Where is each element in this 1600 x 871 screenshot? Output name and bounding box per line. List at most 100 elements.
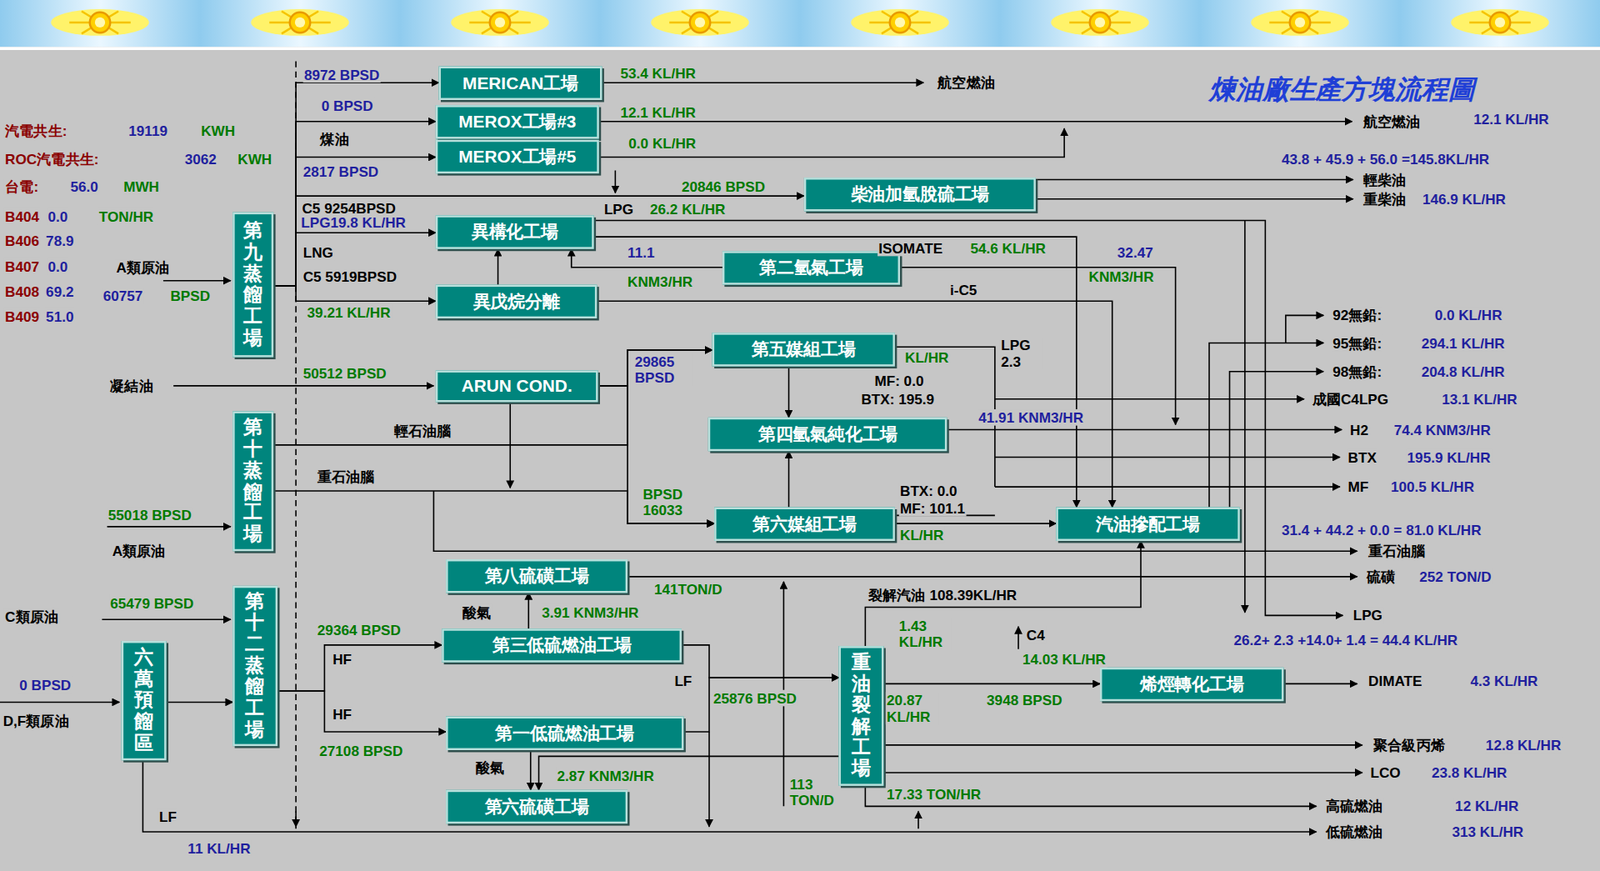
unit-name: 第十蒸餾工場 bbox=[243, 417, 263, 545]
flow-value-label: 酸氣 bbox=[460, 604, 492, 621]
flow-line bbox=[1250, 9, 1350, 36]
flow-line bbox=[599, 120, 1353, 123]
flow-line bbox=[101, 618, 230, 620]
unit-name: MERICAN工場 bbox=[462, 71, 579, 95]
flow-value-label: B406 bbox=[4, 232, 40, 250]
process-unit-box: MEROX工場#3 bbox=[435, 105, 600, 139]
process-unit-box: 第六媒組工場 bbox=[714, 507, 895, 541]
flow-line bbox=[107, 525, 231, 528]
flow-value-label: 0 BPSD bbox=[18, 676, 72, 694]
flow-line bbox=[865, 785, 1316, 806]
unit-name: 第四氫氣純化工場 bbox=[758, 422, 898, 446]
flow-value-label: 重柴油 bbox=[1362, 190, 1408, 208]
flow-value-label: 航空燃油 bbox=[1362, 113, 1422, 130]
flow-connector bbox=[788, 450, 790, 507]
unit-name: 柴油加氫脫硫工場 bbox=[850, 182, 990, 206]
flow-line bbox=[650, 9, 750, 36]
flow-connector bbox=[594, 236, 1077, 507]
flow-connector bbox=[681, 645, 840, 678]
flow-connector bbox=[683, 677, 839, 732]
flow-line bbox=[0, 701, 120, 704]
unit-name: 第六媒組工場 bbox=[752, 512, 857, 536]
flow-value-label: H2 bbox=[1349, 421, 1370, 439]
flow-value-label: 26.2+ 2.3 +14.0+ 1.4 = 44.4 KL/HR bbox=[1232, 631, 1459, 649]
flow-connector bbox=[598, 385, 715, 524]
flow-value-label: A類原油 bbox=[110, 542, 166, 560]
unit-name: 六萬預餾區 bbox=[134, 647, 154, 755]
flow-line bbox=[0, 60, 1363, 831]
flow-line bbox=[599, 128, 1065, 157]
unit-name: 第五媒組工場 bbox=[751, 337, 856, 361]
flow-value-label: 65479 BPSD bbox=[109, 595, 195, 612]
flow-value-label: 20.87 KL/HR bbox=[885, 691, 940, 725]
flow-value-label: 煤油 bbox=[319, 130, 350, 148]
process-unit-box: 汽油摻配工場 bbox=[1055, 507, 1240, 541]
unit-name: 汽油摻配工場 bbox=[1095, 512, 1200, 536]
flow-value-label: LPG bbox=[603, 200, 635, 218]
flow-value-label: BTX: 195.9 bbox=[860, 390, 935, 408]
process-unit-box: 第二氫氣工場 bbox=[722, 250, 900, 285]
flow-value-label: BTX: 0.0 bbox=[899, 482, 959, 500]
flow-value-label: 0.0 KL/HR bbox=[1433, 307, 1503, 325]
flow-value-label: 低硫燃油 bbox=[1324, 823, 1384, 840]
flow-line bbox=[615, 170, 617, 193]
flow-value-label: 12.1 KL/HR bbox=[1472, 110, 1550, 128]
flow-value-label: 41.91 KNM3/HR bbox=[977, 409, 1085, 426]
diagram-title: 煉油廠生產方塊流程圖 bbox=[1209, 71, 1475, 108]
flow-value-label: 11.1 bbox=[626, 244, 656, 261]
flow-value-label: B407 bbox=[4, 258, 40, 275]
process-unit-box: 第四氫氣純化工場 bbox=[708, 417, 948, 451]
vertical-unit-box: 第十二蒸餾工場 bbox=[232, 585, 278, 745]
flow-line bbox=[163, 280, 231, 282]
flow-value-label: 20846 BPSD bbox=[680, 178, 767, 195]
flow-value-label: B404 bbox=[4, 208, 40, 225]
flow-connector bbox=[596, 300, 1112, 507]
flow-line bbox=[946, 429, 1342, 431]
flow-value-label: 3948 BPSD bbox=[985, 691, 1064, 709]
flow-value-label: 酸氣 bbox=[474, 759, 505, 776]
flow-value-label: 台電: bbox=[4, 178, 40, 195]
flow-value-label: 313 KL/HR bbox=[1450, 823, 1525, 840]
flow-line bbox=[1035, 179, 1354, 181]
flow-value-label: 23.8 KL/HR bbox=[1430, 764, 1509, 781]
flow-connector bbox=[497, 249, 500, 285]
flow-line bbox=[883, 744, 1362, 746]
flow-line bbox=[900, 267, 1176, 425]
unit-name: 異構化工場 bbox=[471, 220, 559, 244]
flow-line bbox=[883, 771, 1362, 774]
flow-value-label: 204.8 KL/HR bbox=[1420, 363, 1505, 380]
unit-name: 第九蒸餾工場 bbox=[243, 220, 263, 349]
flow-value-label: HF bbox=[331, 650, 353, 668]
flow-value-label: D,F類原油 bbox=[1, 712, 70, 730]
flow-value-label: B409 bbox=[4, 308, 40, 325]
flow-value-label: 1.43 KL/HR bbox=[898, 617, 952, 650]
process-unit-box: 第一低硫燃油工場 bbox=[445, 715, 684, 750]
flow-value-label: BTX bbox=[1346, 449, 1378, 466]
flow-value-label: 56.0 bbox=[69, 178, 100, 195]
flow-connector bbox=[273, 157, 436, 286]
flow-value-label: MF: 101.1 bbox=[899, 500, 967, 517]
flow-value-label: 31.4 + 44.2 + 0.0 = 81.0 KL/HR bbox=[1280, 521, 1483, 539]
flow-value-label: 78.9 bbox=[45, 232, 75, 250]
vertical-unit-box: 六萬預餾區 bbox=[121, 640, 167, 760]
flow-line bbox=[50, 9, 150, 36]
flow-value-label: TON/HR bbox=[98, 208, 155, 225]
flow-value-label: 2817 BPSD bbox=[301, 163, 380, 180]
flow-value-label: ROC汽電共生: bbox=[4, 150, 100, 168]
flow-value-label: ISOMATE bbox=[877, 240, 944, 257]
flow-value-label: 汽電共生: bbox=[4, 122, 69, 140]
flow-value-label: LF bbox=[158, 808, 178, 825]
flow-value-label: 輕石油腦 bbox=[392, 422, 452, 440]
flow-value-label: 25876 BPSD bbox=[712, 690, 799, 707]
flow-value-label: 32.47 bbox=[1116, 244, 1155, 261]
flow-value-label: 29364 BPSD bbox=[316, 621, 403, 639]
flow-value-label: A類原油 bbox=[115, 259, 170, 276]
flow-value-label: 0.0 bbox=[46, 258, 69, 275]
unit-name: 第二氫氣工場 bbox=[759, 255, 864, 280]
flow-connector bbox=[788, 366, 790, 418]
flow-value-label: 12.8 KL/HR bbox=[1485, 736, 1563, 754]
flow-value-label: 55018 BPSD bbox=[107, 507, 194, 525]
flow-value-label: KL/HR bbox=[904, 349, 950, 366]
